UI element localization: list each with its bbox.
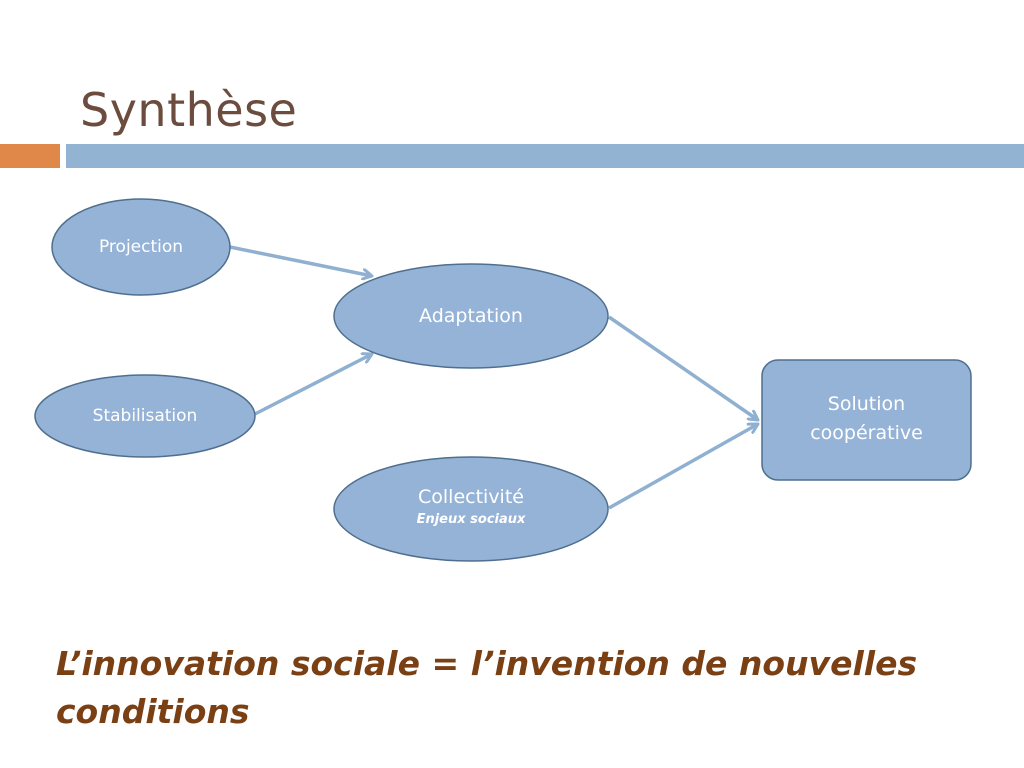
node-solution-label-group: Solution coopérative: [762, 390, 971, 449]
node-stabilisation-label: Stabilisation: [92, 406, 198, 426]
node-collectivite: [333, 456, 609, 562]
node-solution-label-line2: coopérative: [810, 422, 923, 445]
conclusion-line1: L’innovation sociale = l’invention de no…: [56, 644, 918, 683]
node-solution-label-line1: Solution: [827, 393, 906, 415]
node-collectivite-label: Collectivité: [418, 486, 524, 508]
accent-bar-blue: [66, 144, 1024, 168]
edge-stabilisation-adaptation: [254, 354, 372, 416]
node-collectivite-label-group: Collectivité Enjeux sociaux: [334, 485, 608, 528]
edge-collectivite-solution: [608, 422, 758, 510]
node-collectivite-sublabel: Enjeux sociaux: [416, 511, 526, 527]
node-adaptation-label: Adaptation: [419, 305, 523, 327]
slide-title: Synthèse: [80, 82, 298, 137]
node-stabilisation: [34, 374, 256, 458]
edge-adaptation-solution: [608, 315, 758, 420]
conclusion-statement: L’innovation sociale = l’invention de no…: [56, 640, 986, 736]
node-solution: [761, 359, 972, 481]
conclusion-line2: conditions: [56, 691, 250, 731]
edge-projection-adaptation: [229, 245, 372, 276]
node-projection: [51, 198, 231, 296]
node-adaptation: [333, 263, 609, 369]
accent-bar-orange: [0, 144, 60, 168]
node-projection-label: Projection: [98, 237, 184, 257]
